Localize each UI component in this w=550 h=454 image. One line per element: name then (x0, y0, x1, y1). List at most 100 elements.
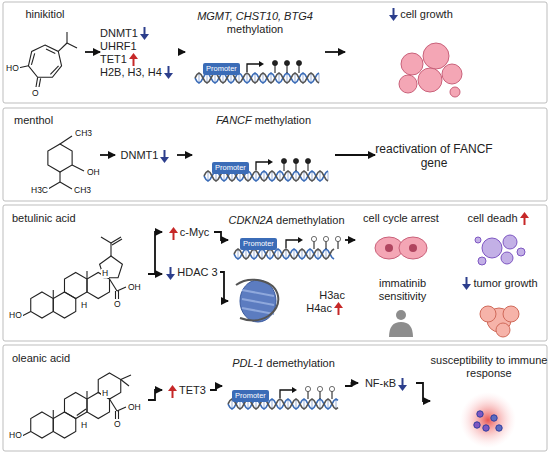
structure (18, 32, 131, 438)
promoter-label: Promoter (240, 238, 277, 250)
text-node: MGMT, CHST10, BTG4methylation (185, 8, 325, 96)
decrease-arrow (164, 66, 173, 79)
text-line: FANCF (216, 114, 252, 127)
base-pair (223, 74, 224, 82)
methyl-mark (305, 386, 310, 391)
nucleosome (242, 290, 274, 296)
ring (64, 273, 87, 299)
methyl-mark (308, 391, 309, 399)
methyl-mark (335, 236, 340, 241)
text-line: c-Myc (167, 226, 209, 239)
bond-line (110, 243, 111, 256)
bond-line (53, 290, 54, 299)
base-pair (272, 400, 273, 408)
text-line: menthol (14, 114, 53, 127)
cell-icon (409, 244, 417, 252)
dna-helix (204, 158, 328, 181)
node-text: FANCF (216, 114, 252, 127)
base-pair (246, 250, 247, 258)
base-pair (288, 400, 289, 408)
base-pair (294, 250, 295, 258)
text-line: demethylation (276, 214, 345, 227)
bond-line (50, 66, 58, 75)
decrease-arrow (164, 150, 166, 158)
decrease-arrow (398, 385, 407, 391)
increase-arrow (523, 217, 525, 225)
base-pair (231, 74, 232, 82)
bond-line (118, 411, 119, 419)
flow-arrow (148, 273, 162, 275)
atom-label: HO (8, 311, 23, 320)
text-line: immatinib sensitivity (355, 277, 450, 303)
text-line: cell deadh (467, 212, 530, 225)
text-node: HDAC 3 (162, 262, 220, 282)
base-pair (279, 74, 280, 82)
node-text: tumor growth (473, 277, 537, 290)
increase-arrow (169, 227, 178, 240)
cell-icon (496, 425, 502, 431)
methyl-mark (293, 158, 298, 163)
base-pair (272, 172, 273, 180)
base-pair (302, 250, 303, 258)
ring (53, 412, 76, 438)
atom-label: H (80, 301, 88, 310)
promoter-label: Promoter (212, 162, 249, 174)
text-line: cell cycle arrest (363, 212, 439, 225)
base-pair (247, 74, 248, 82)
methyl-mark (275, 65, 276, 73)
bond-line (53, 410, 54, 419)
text-node: hinikitiol (5, 6, 85, 98)
transcription-start (247, 64, 259, 72)
base-pair (318, 250, 319, 258)
node-text: TET3 (179, 384, 206, 397)
methyl-mark (329, 386, 334, 391)
bond-line (117, 407, 126, 411)
decrease-arrow (166, 274, 175, 280)
increase-arrow (132, 58, 134, 66)
text-row: CDKN2Ademethylation (228, 214, 344, 227)
base-pair (255, 74, 256, 82)
base-pair (215, 74, 216, 82)
decrease-arrow (393, 8, 395, 16)
ring (48, 144, 72, 172)
methyl-mark (332, 391, 333, 399)
text-node: H3acH4ac (228, 272, 345, 330)
increase-arrow (520, 212, 529, 218)
methyl-mark (311, 236, 316, 241)
bond-line (60, 182, 72, 189)
base-pair (288, 172, 289, 180)
text-node: reactivation of FANCF gene (375, 133, 493, 177)
node-text: HDAC 3 (177, 266, 217, 279)
bond-line (66, 32, 67, 43)
text-node: oleanic acid (8, 350, 148, 450)
node-text: cell cycle arrest (363, 212, 439, 225)
base-pair (304, 172, 305, 180)
bond-line (67, 43, 77, 48)
flow-arrow (148, 390, 162, 400)
cell-icon (483, 425, 489, 431)
bond-line (86, 271, 87, 279)
base-pair (239, 74, 240, 82)
base-pair (286, 250, 287, 258)
increase-arrow (168, 385, 177, 391)
text-line: methylation (255, 114, 311, 127)
text-line: DNMT1 (121, 149, 172, 162)
text-line: H4ac (306, 302, 345, 315)
text-line: TET3 (166, 384, 206, 397)
flow-arrow (178, 51, 185, 53)
text-line: betulinic acid (12, 212, 76, 225)
decrease-arrow (140, 27, 149, 40)
cell-icon (482, 238, 502, 258)
base-pair (238, 250, 239, 258)
base-pair (328, 172, 329, 180)
base-pair (296, 400, 297, 408)
base-pair (312, 172, 313, 180)
methyl-mark (281, 158, 286, 163)
panel-frame (3, 108, 547, 201)
text-node: FANCFmethylation (192, 112, 335, 198)
dna-helix (195, 60, 319, 83)
node-text: immatinib sensitivity (355, 277, 450, 303)
base-pair (326, 250, 327, 258)
bond-line (22, 432, 31, 437)
